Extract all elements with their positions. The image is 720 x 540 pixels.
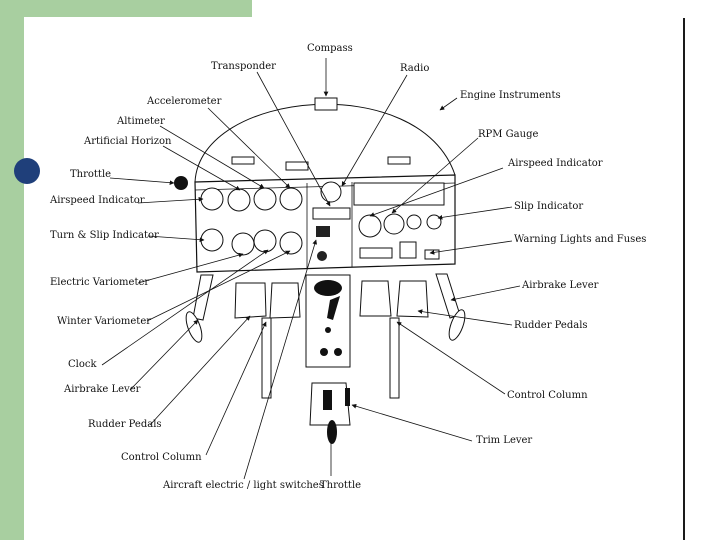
console-knob-2 [320,348,328,356]
label-rudder-pedals-right: Rudder Pedals [514,320,588,331]
rpm-gauge [383,213,405,235]
label-throttle-left: Throttle [70,169,111,180]
label-airspeed-indicator-left: Airspeed Indicator [49,195,145,206]
label-warning-lights-fuses: Warning Lights and Fuses [514,234,646,245]
label-transponder: Transponder [211,61,276,72]
airbrake-lever-right [435,273,461,319]
control-column-right [389,317,400,399]
airbrake-lever-left [192,274,214,321]
leader-lines [101,58,521,480]
label-engine-instruments: Engine Instruments [460,90,561,101]
engine-instrument-cluster [353,182,445,206]
label-slip-indicator: Slip Indicator [514,201,583,212]
electric-variometer-gauge [231,232,255,256]
canopy-outline [194,103,456,183]
turn-slip-gauge [200,228,224,252]
label-clock: Clock [68,359,97,370]
label-turn-slip-indicator: Turn & Slip Indicator [50,230,159,241]
console-knob-3 [334,348,342,356]
label-airbrake-lever-right: Airbrake Lever [521,280,599,291]
slide-accent-bar [0,0,252,17]
label-radio: Radio [400,63,429,74]
label-control-column-left: Control Column [121,452,202,463]
label-compass: Compass [307,43,353,54]
clock-gauge [253,229,277,253]
slide-accent-strip [0,0,24,540]
transponder-unit [312,207,351,220]
rudder-pedal-right-b [396,280,429,318]
radio-unit [316,226,330,237]
glare-vent-mid [285,161,309,171]
airspeed-gauge-right [358,214,382,238]
right-divider [683,18,685,540]
glare-vent-right [387,156,411,165]
label-rpm-gauge: RPM Gauge [478,129,538,140]
compass-gauge [320,181,342,203]
winter-variometer-gauge [279,231,303,255]
throttle-knob [174,176,188,190]
label-electric-variometer: Electric Variometer [50,277,149,288]
label-trim-lever: Trim Lever [476,435,532,446]
label-control-column-right: Control Column [507,390,588,401]
slip-indicator-gauge [406,214,422,230]
control-column-left [261,317,272,399]
label-rudder-pedals-left: Rudder Pedals [88,419,162,430]
label-artificial-horizon: Artificial Horizon [83,136,172,147]
altimeter-gauge [253,187,277,211]
label-aircraft-switches: Aircraft electric / light switches [162,480,324,491]
glare-vent-left [231,156,255,165]
warning-lights-panel [359,247,393,259]
airspeed-gauge-left [200,187,224,211]
console-lever [327,296,340,320]
label-accelerometer: Accelerometer [146,96,222,107]
label-altimeter: Altimeter [116,116,165,127]
trim-lever-handle [345,388,350,406]
compass-box [314,97,338,111]
console-knob-1 [325,327,331,333]
label-airspeed-indicator-right: Airspeed Indicator [507,158,603,169]
label-throttle-bottom: Throttle [320,480,361,491]
throttle-grip [327,420,337,444]
fuel-gauge [426,214,442,230]
switch-knob [317,251,327,261]
artificial-horizon-gauge [227,188,251,212]
throttle-handle [323,390,332,410]
rudder-pedal-right-a [359,280,392,317]
rudder-pedal-left-b [269,282,301,319]
airbrake-grip-left [185,311,203,343]
bullet-dot [14,158,40,184]
label-winter-variometer: Winter Variometer [57,316,151,327]
label-airbrake-lever-left: Airbrake Lever [63,384,141,395]
fuse-box [399,241,417,259]
console-cap [314,280,342,296]
accelerometer-gauge [279,187,303,211]
fuse-cover [424,249,440,260]
rudder-pedal-left-a [234,282,267,319]
